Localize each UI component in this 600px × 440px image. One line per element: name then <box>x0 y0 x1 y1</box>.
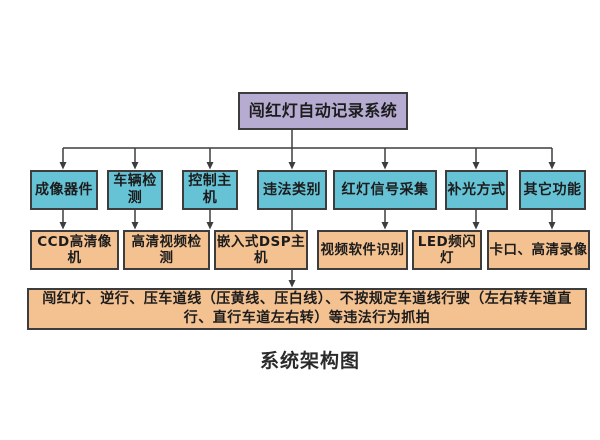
node-embedded-dsp-host: 嵌入式DSP主机 <box>214 230 308 270</box>
node-violation-capture-summary: 闯红灯、逆行、压车道线（压黄线、压白线）、不按规定车道线行驶（左右转车道直行、直… <box>27 288 587 330</box>
node-fill-light-mode: 补光方式 <box>445 170 508 210</box>
node-other-functions: 其它功能 <box>519 170 586 210</box>
node-red-light-signal-capture: 红灯信号采集 <box>333 170 437 210</box>
diagram-caption: 系统架构图 <box>259 350 360 372</box>
node-hd-video-detection: 高清视频检测 <box>123 230 210 270</box>
node-root-system: 闯红灯自动记录系统 <box>238 92 408 130</box>
node-checkpoint-hd-recording: 卡口、高清录像 <box>487 230 590 270</box>
node-imaging-device: 成像器件 <box>30 170 98 210</box>
node-led-strobe-light: LED频闪灯 <box>412 230 482 270</box>
node-violation-category: 违法类别 <box>257 170 327 210</box>
node-control-host: 控制主机 <box>182 170 238 210</box>
node-ccd-hd-camera: CCD高清像机 <box>30 230 119 270</box>
node-video-software-recognition: 视频软件识别 <box>317 230 408 270</box>
node-vehicle-detection: 车辆检测 <box>107 170 163 210</box>
